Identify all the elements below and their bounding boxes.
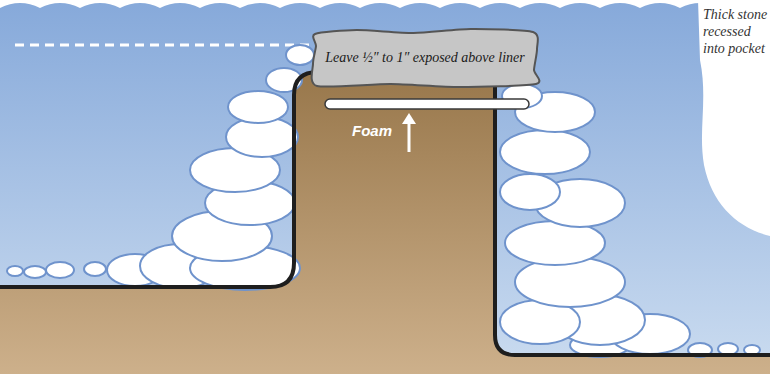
water-surface [0,0,770,8]
water-level-line [15,44,318,47]
stone-shape [312,29,540,87]
stone [228,91,288,123]
instruction-text: Leave ½″ to 1″ exposed above liner [325,50,524,66]
stone [505,221,605,265]
foam-arrow [408,122,411,152]
material-label: Foam [352,122,392,139]
stone [84,262,106,276]
wave-band [0,0,770,8]
stone [24,266,46,278]
stone [500,174,560,210]
stone-piles [7,45,760,357]
pond-liner [0,72,770,355]
stone [46,262,74,278]
note-label: Thick stone recessed into pocket [703,6,769,57]
foam-arrowhead [402,113,416,124]
stone [286,45,314,65]
foam-pad [325,99,529,109]
pocket-cutaway [698,0,770,236]
soil [0,72,770,374]
stone [500,130,590,174]
flat-stone: Leave ½″ to 1″ exposed above liner [311,28,539,88]
stone [7,266,23,276]
